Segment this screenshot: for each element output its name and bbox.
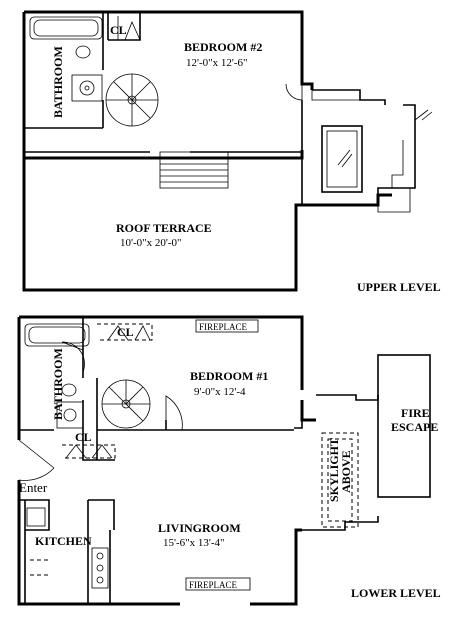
upper-toilet (75, 45, 91, 59)
lower-spiral-stair (101, 379, 151, 429)
upper-bedroom-name: BEDROOM #2 (184, 40, 262, 54)
upper-spiral-stair (105, 73, 159, 127)
lower-bathroom-door (61, 341, 85, 373)
lower-fire-escape-platform (377, 354, 431, 498)
lower-stove (91, 547, 109, 589)
upper-sink-drain (84, 85, 90, 91)
lower-level: CL FIREPLACE BEDROOM #1 9'-0"x 12'-4 BAT… (17, 315, 441, 606)
lower-closet-top-door (107, 325, 151, 341)
lower-fireplace-bottom-box (185, 577, 251, 591)
lower-fireplace-bottom-label: FIREPLACE (189, 580, 238, 590)
lower-fireplace-top-label: FIREPLACE (199, 322, 248, 332)
lower-skylight-inner (327, 438, 353, 522)
lower-toilet (61, 383, 77, 397)
upper-terrace-size: 10'-0"x 20'-0" (120, 237, 182, 249)
upper-bathroom-name: BATHROOM (51, 46, 65, 118)
lower-closet-top-name: CL (117, 325, 134, 339)
upper-closet-name: CL (110, 23, 127, 37)
lower-stove-burner-2 (96, 564, 104, 572)
upper-skylight-glass (326, 130, 358, 188)
lower-kitchen-upper-cabinets (30, 559, 50, 576)
upper-skylight-mark (337, 149, 353, 168)
lower-skylight-line2: ABOVE (339, 450, 353, 493)
lower-entry-door (18, 439, 55, 481)
lower-closet-top-outline (97, 323, 153, 341)
upper-bathroom-wall (24, 12, 104, 129)
upper-terrace-name: ROOF TERRACE (116, 221, 212, 235)
lower-bedroom-door (165, 395, 183, 431)
lower-bedroom-wall (97, 420, 303, 431)
upper-closet-door (117, 16, 141, 41)
lower-kitchen-counter (19, 499, 115, 604)
lower-living-name: LIVINGROOM (158, 521, 241, 535)
lower-level-label: LOWER LEVEL (351, 586, 441, 600)
lower-skylight-frame (321, 432, 359, 528)
lower-closet-bottom-name: CL (75, 430, 92, 444)
lower-stove-burner-3 (96, 576, 104, 584)
lower-closet-bottom-door (65, 444, 113, 459)
lower-fire-escape-line2: ESCAPE (391, 420, 438, 434)
lower-skylight-line1: SKYLIGHT (327, 438, 341, 502)
lower-bedroom-name: BEDROOM #1 (190, 369, 268, 383)
upper-sink-basin (79, 80, 95, 96)
upper-terrace-wall (301, 89, 416, 206)
lower-bedroom-size: 9'-0"x 12'-4 (194, 386, 246, 398)
lower-bathtub (24, 323, 90, 347)
upper-level-label: UPPER LEVEL (357, 280, 441, 294)
lower-closet-bottom-outline (62, 444, 116, 459)
lower-sink (56, 401, 84, 429)
upper-bedroom-wall (24, 12, 303, 153)
upper-outline-step (311, 90, 433, 213)
lower-bathroom-wall (19, 317, 115, 461)
upper-bedroom-door (285, 83, 303, 101)
lower-stove-burner-1 (96, 552, 104, 560)
lower-enter-label: Enter (19, 480, 48, 495)
lower-fireplace-top-box (195, 319, 259, 333)
upper-terrace-steps (159, 151, 229, 189)
lower-living-size: 15'-6"x 13'-4" (163, 537, 225, 549)
lower-kitchen-name: KITCHEN (35, 534, 92, 548)
upper-skylight-frame (321, 125, 363, 193)
upper-bathtub-inner (33, 19, 99, 37)
upper-level: BEDROOM #2 12'-0"x 12'-6" BATHROOM CL RO… (22, 10, 441, 294)
upper-bathtub (29, 16, 103, 40)
lower-sink-basin (63, 408, 77, 422)
lower-kitchen-sink (26, 507, 46, 527)
lower-bathroom-name: BATHROOM (51, 348, 65, 420)
upper-sink (71, 74, 103, 102)
lower-fire-escape-line1: FIRE (401, 406, 430, 420)
upper-bedroom-size: 12'-0"x 12'-6" (186, 57, 248, 69)
lower-bathtub-inner (28, 326, 86, 344)
